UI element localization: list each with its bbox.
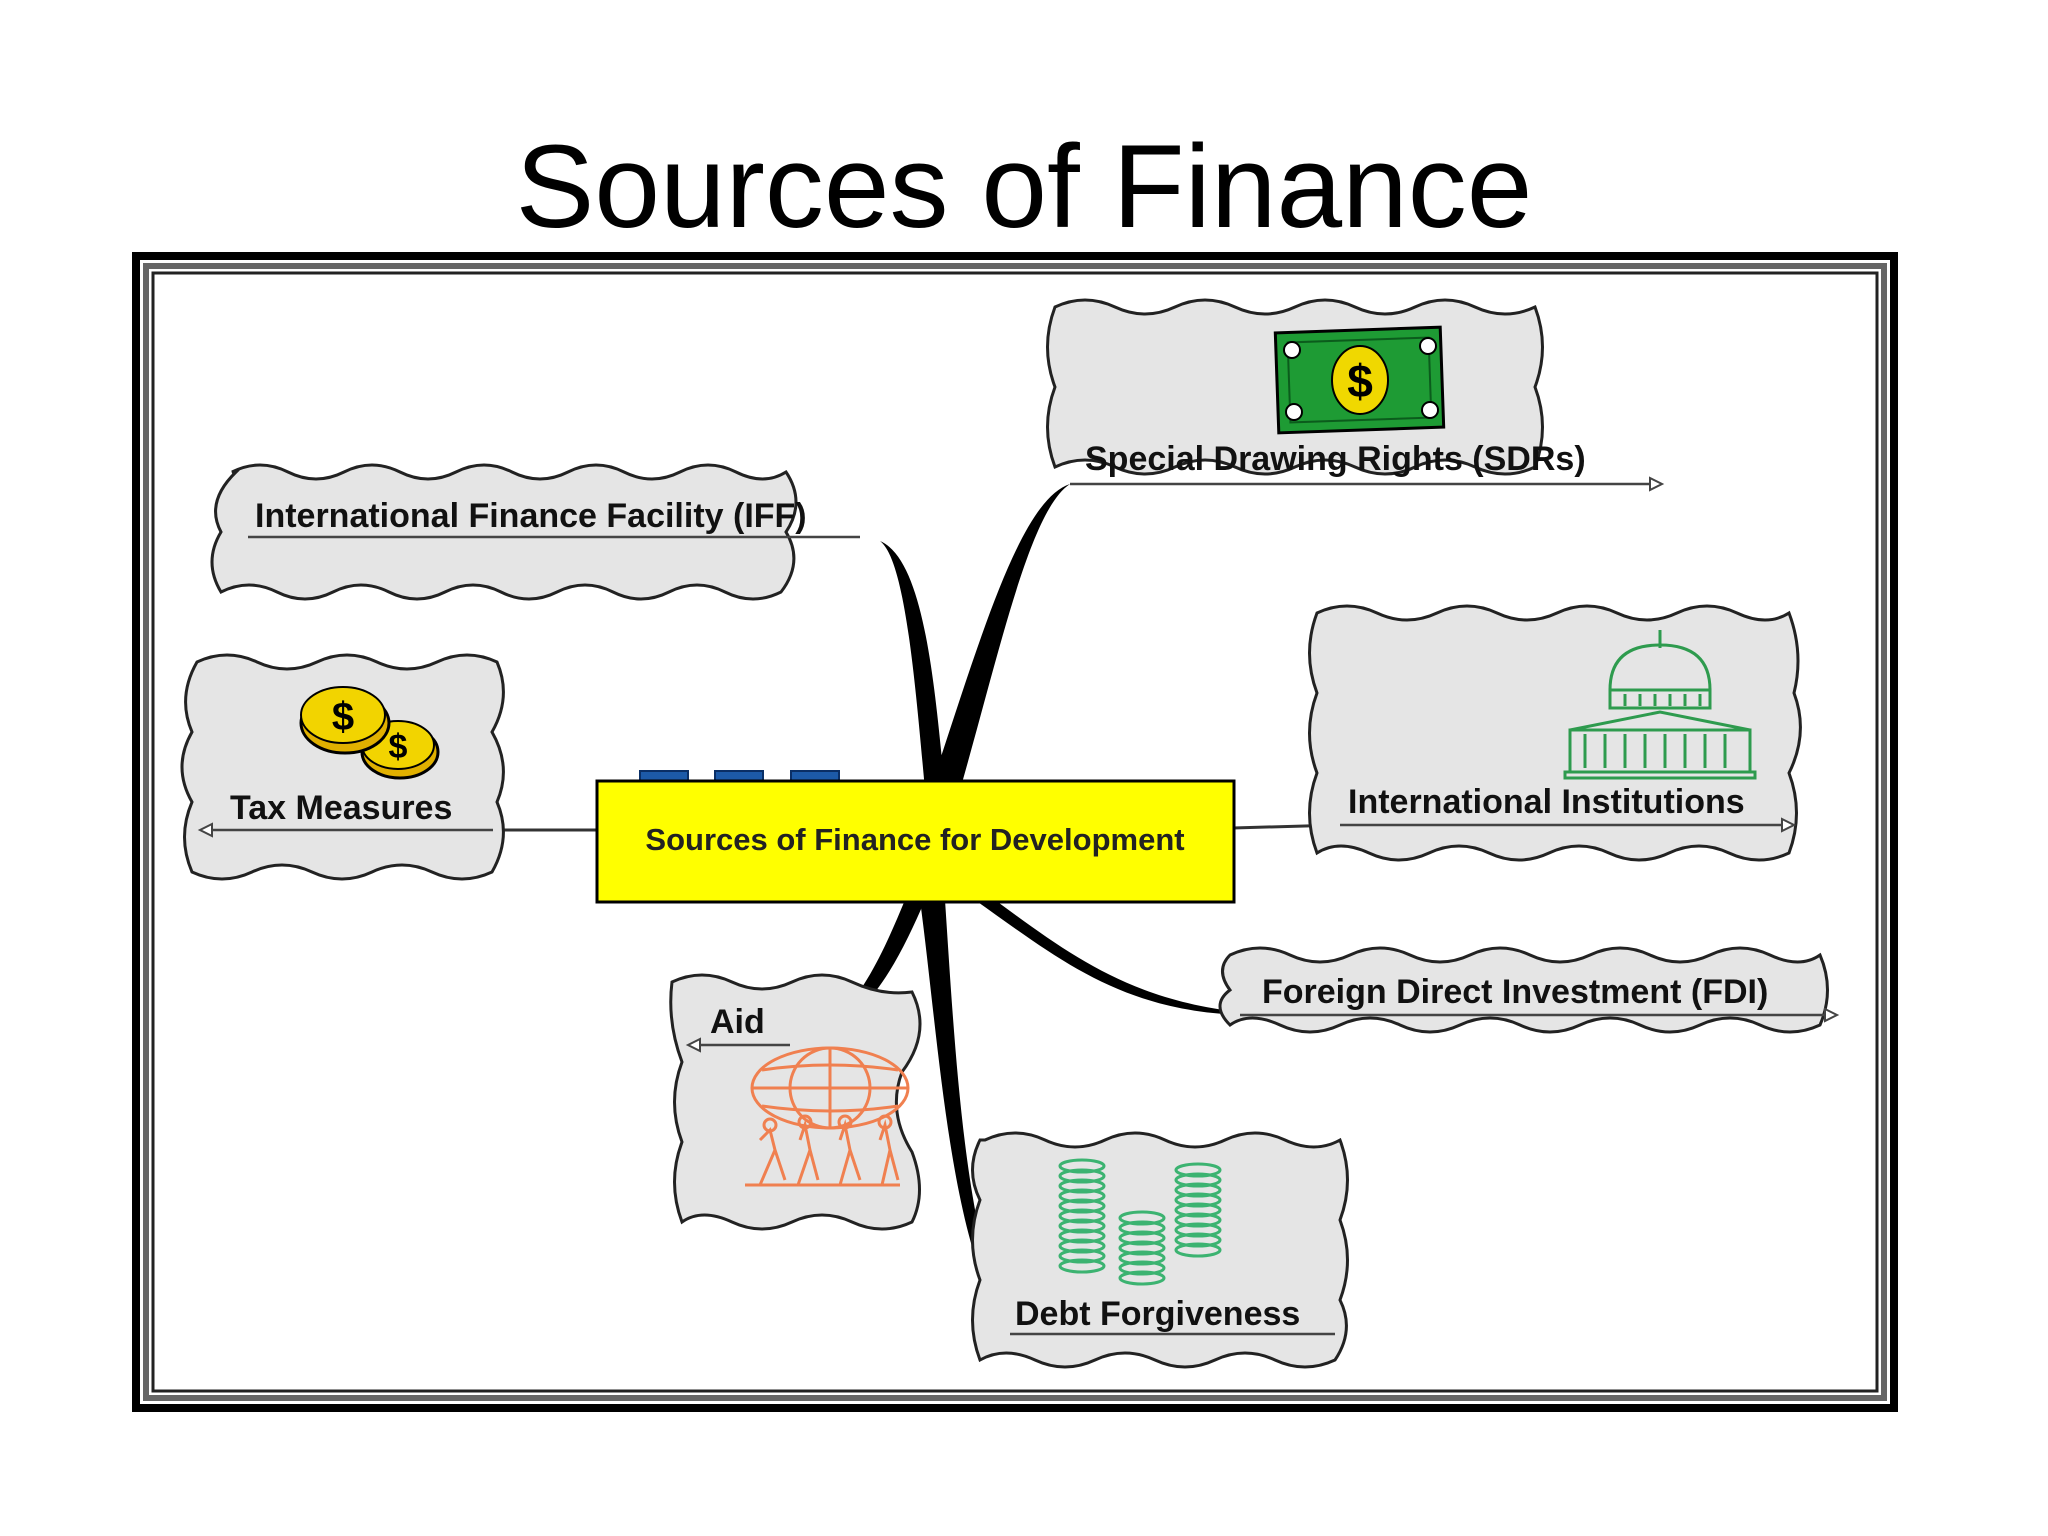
node-tax[interactable]: $ $ Tax Measures — [180, 653, 505, 881]
node-fdi[interactable]: Foreign Direct Investment (FDI) — [1218, 946, 1840, 1034]
connector-sdr — [930, 484, 1070, 790]
svg-text:$: $ — [389, 728, 408, 766]
node-sdr[interactable]: $ Special Drawing Rights (SDRs) — [1046, 298, 1665, 492]
node-sdr-arrow-icon — [1649, 476, 1665, 492]
node-tax-arrow-icon — [197, 822, 213, 838]
node-fdi-arrow-icon — [1824, 1007, 1840, 1023]
svg-text:$: $ — [1347, 355, 1373, 407]
node-institutions[interactable]: International Institutions — [1308, 604, 1802, 862]
connector-aid — [790, 900, 925, 1048]
connector-fdi — [975, 900, 1240, 1015]
node-iff[interactable]: International Finance Facility (IFF) — [210, 463, 860, 601]
node-aid-arrow-icon — [685, 1037, 701, 1053]
capitol-building-icon — [1563, 630, 1757, 780]
gold-coins-icon: $ $ — [299, 686, 440, 780]
node-institutions-arrow-icon — [1781, 817, 1797, 833]
node-fdi-label: Foreign Direct Investment (FDI) — [1262, 973, 1768, 1011]
node-institutions-label: International Institutions — [1348, 783, 1745, 821]
node-debt[interactable]: Debt Forgiveness — [971, 1131, 1349, 1369]
node-iff-label: International Finance Facility (IFF) — [255, 497, 807, 535]
page-title: Sources of Finance — [515, 121, 1533, 253]
node-aid-bubble — [669, 973, 922, 1231]
coin-stacks-icon — [1058, 1158, 1222, 1286]
node-iff-bubble — [210, 463, 798, 601]
node-sdr-label: Special Drawing Rights (SDRs) — [1085, 440, 1586, 478]
svg-text:$: $ — [332, 695, 354, 739]
node-tax-label: Tax Measures — [230, 789, 452, 827]
node-tax-bubble — [180, 653, 505, 881]
node-aid-label: Aid — [710, 1003, 765, 1041]
dollar-bill-icon: $ — [1273, 325, 1446, 435]
node-institutions-bubble — [1308, 604, 1802, 862]
center-label: Sources of Finance for Development — [645, 822, 1184, 857]
node-debt-label: Debt Forgiveness — [1015, 1295, 1300, 1333]
connector-iff — [880, 541, 945, 790]
center-box — [595, 779, 1236, 904]
center-node[interactable]: Sources of Finance for Development — [595, 770, 1236, 904]
node-aid[interactable]: Aid — [669, 973, 922, 1231]
people-holding-globe-icon — [745, 1046, 910, 1187]
node-fdi-bubble — [1218, 946, 1829, 1034]
connector-debt — [920, 900, 1013, 1333]
